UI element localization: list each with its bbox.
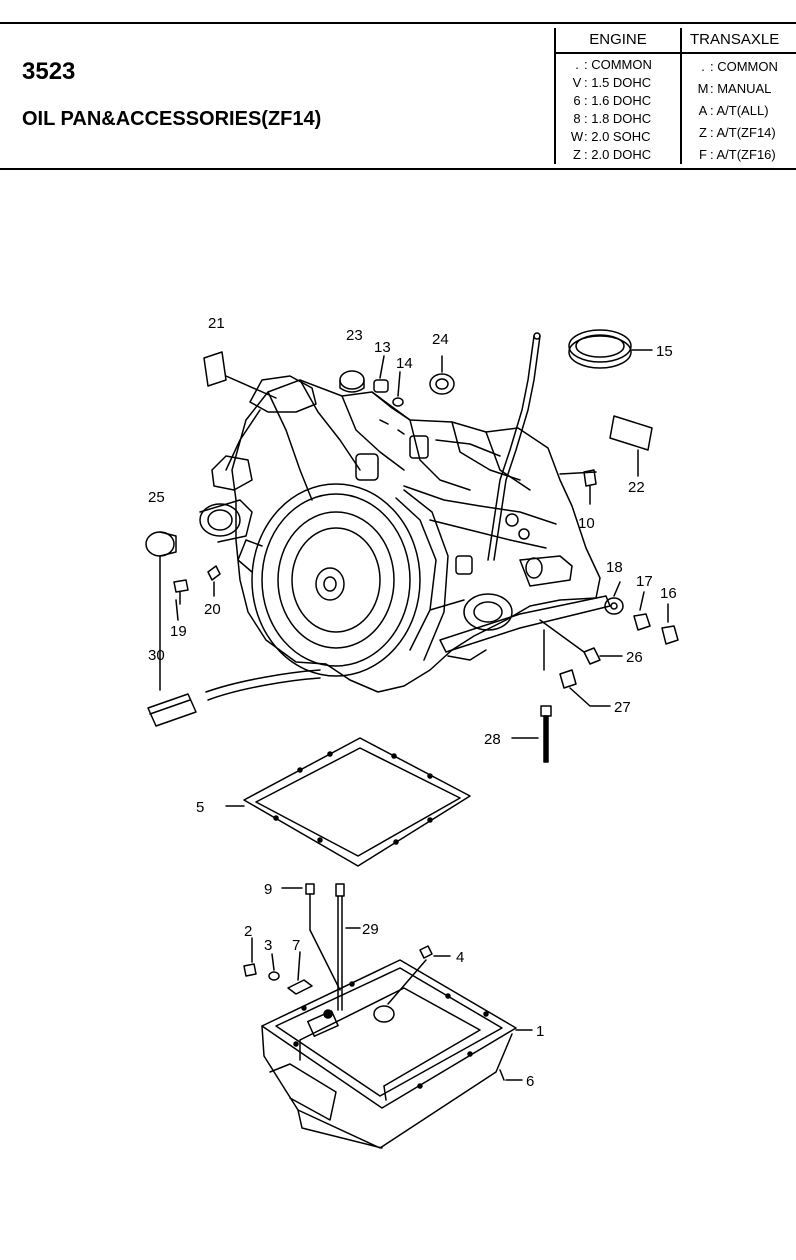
legend-value: : A/T(ZF14)	[710, 125, 776, 140]
callout-1: 1	[536, 1023, 544, 1040]
filter-tube-parts-9-29	[281, 883, 361, 1011]
callout-5: 5	[196, 799, 204, 816]
legend-value: : MANUAL	[710, 81, 772, 96]
engine-legend-row: W: 2.0 SOHC	[556, 128, 680, 146]
callout-13: 13	[374, 339, 391, 356]
callout-6: 6	[526, 1073, 534, 1090]
legend-key: .	[701, 59, 705, 74]
legend-value: : COMMON	[710, 59, 778, 74]
label-tag-part-22	[559, 415, 653, 477]
legend-key: 8	[573, 111, 581, 126]
engine-legend: ENGINE . : COMMON V: 1.5 DOHC 6: 1.6 DOHC…	[554, 28, 680, 164]
transaxle-legend-row: Z: A/T(ZF14)	[682, 122, 796, 144]
legend-value: : 1.5 DOHC	[584, 75, 652, 90]
callout-3: 3	[264, 937, 272, 954]
label-sheet-part-30	[147, 693, 197, 727]
callout-7: 7	[292, 937, 300, 954]
engine-legend-row: 6: 1.6 DOHC	[556, 92, 680, 110]
header-block: 3523 OIL PAN&ACCESSORIES(ZF14) ENGINE .:…	[0, 22, 796, 170]
long-bolt-part-28	[511, 705, 552, 763]
legend-key: M	[697, 81, 709, 96]
cap-part-23	[339, 370, 365, 393]
callout-15: 15	[656, 343, 673, 360]
legend-value: : 2.0 DOHC	[584, 147, 652, 162]
oil-pan-part-1	[261, 959, 533, 1149]
plug-washer-parts-13-14	[373, 355, 405, 435]
bolt-washer-parts-19-20	[173, 565, 221, 605]
transaxle-legend-row: A: A/T(ALL)	[682, 100, 796, 122]
callout-10: 10	[578, 515, 595, 532]
callout-28: 28	[484, 731, 501, 748]
dipstick-tube-illustration	[487, 332, 541, 561]
transaxle-legend-row: F: A/T(ZF16)	[682, 144, 796, 166]
callout-25: 25	[148, 489, 165, 506]
engine-legend-row: V: 1.5 DOHC	[556, 74, 680, 92]
section-title: OIL PAN&ACCESSORIES(ZF14)	[22, 108, 322, 130]
engine-legend-row: . : COMMON	[556, 56, 680, 74]
pan-gasket-part-5	[225, 737, 471, 867]
fitting-parts-26-27	[539, 619, 623, 707]
legend-key: V	[572, 75, 582, 90]
callout-19: 19	[170, 623, 187, 640]
callout-2: 2	[244, 923, 252, 940]
callout-24: 24	[432, 331, 449, 348]
label-tag-part-21	[203, 351, 277, 399]
callout-4: 4	[456, 949, 464, 966]
legend-value: : A/T(ALL)	[710, 103, 769, 118]
callout-16: 16	[660, 585, 677, 602]
bolt-washer-parts-2-3-7	[243, 937, 313, 995]
callout-17: 17	[636, 573, 653, 590]
legend-value: : 1.8 DOHC	[584, 111, 652, 126]
legend-key: F	[699, 147, 707, 162]
section-code: 3523	[22, 58, 76, 85]
legend-value: : 2.0 SOHC	[584, 129, 651, 144]
legend-key: Z	[699, 125, 707, 140]
callout-26: 26	[626, 649, 643, 666]
magnet-plug-part-4	[387, 945, 451, 1005]
legend-key: .	[575, 57, 579, 72]
o-ring-part-15	[568, 329, 653, 369]
callout-29: 29	[362, 921, 379, 938]
legend-key: W	[570, 129, 584, 144]
legend-key: 6	[573, 93, 581, 108]
callout-23: 23	[346, 327, 363, 344]
legend-value: : COMMON	[584, 57, 652, 72]
callout-14: 14	[396, 355, 413, 372]
legend-value: : 1.6 DOHC	[584, 93, 652, 108]
engine-legend-row: Z: 2.0 DOHC	[556, 146, 680, 164]
legend-key: A	[698, 103, 708, 118]
engine-legend-row: 8: 1.8 DOHC	[556, 110, 680, 128]
legend-value: : A/T(ZF16)	[710, 147, 776, 162]
transaxle-legend-row: . : COMMON	[682, 56, 796, 78]
callout-21: 21	[208, 315, 225, 332]
callout-30: 30	[148, 647, 165, 664]
transaxle-legend-heading: TRANSAXLE	[682, 28, 796, 54]
callout-20: 20	[204, 601, 221, 618]
plug-part-25	[145, 531, 177, 557]
callout-18: 18	[606, 559, 623, 576]
legend-key: Z	[573, 147, 581, 162]
transaxle-case-illustration	[199, 375, 611, 701]
callout-labels: 21 23 13 14 24 15 22 10 25 18 17 16 20 1…	[148, 315, 677, 1090]
callout-9: 9	[264, 881, 272, 898]
callout-22: 22	[628, 479, 645, 496]
exploded-parts-diagram: 21 23 13 14 24 15 22 10 25 18 17 16 20 1…	[145, 315, 679, 1149]
oil-seal-part-24	[429, 355, 455, 395]
transaxle-legend: TRANSAXLE . : COMMON M: MANUAL A: A/T(ALL…	[680, 28, 796, 164]
callout-27: 27	[614, 699, 631, 716]
transaxle-legend-row: M: MANUAL	[682, 78, 796, 100]
engine-legend-heading: ENGINE	[556, 28, 680, 54]
washer-nut-cap-parts-16-18	[604, 581, 679, 645]
bolt-part-10	[583, 469, 597, 505]
leader-lines	[159, 555, 215, 691]
